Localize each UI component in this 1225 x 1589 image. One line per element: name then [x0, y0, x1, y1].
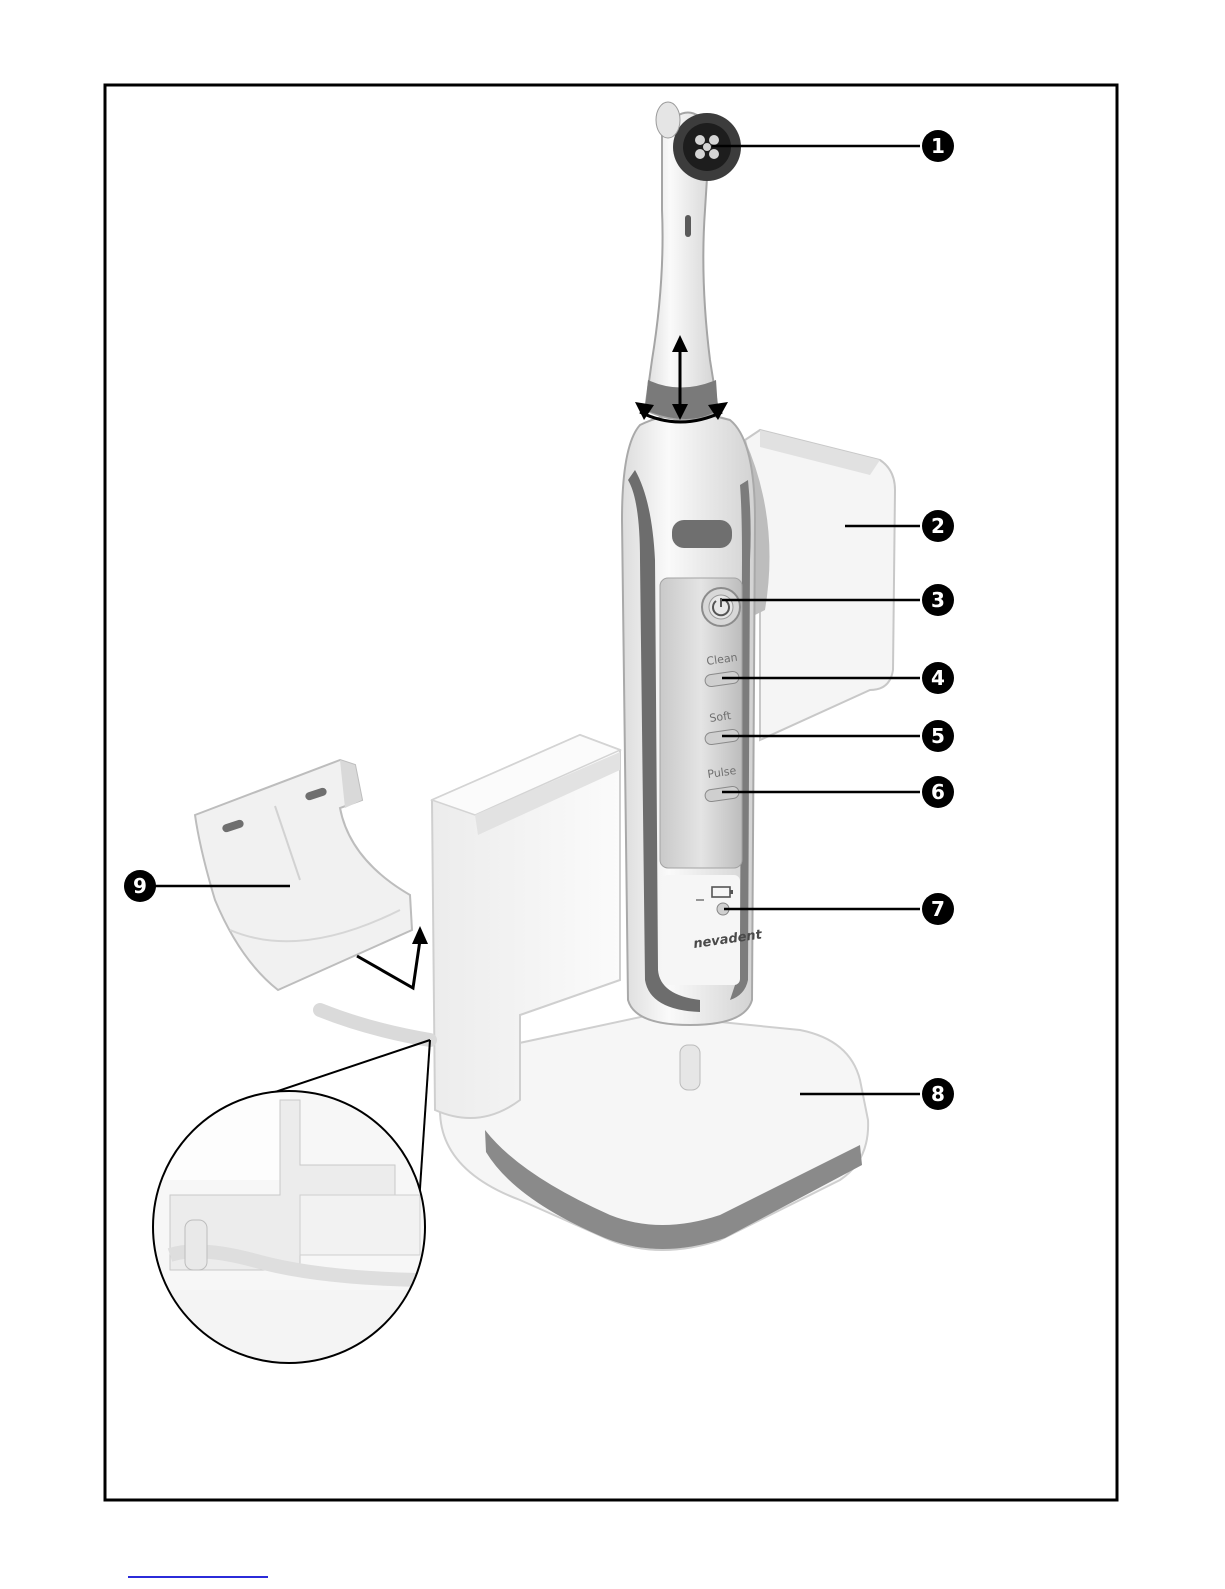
footer-link-underline[interactable]: [128, 1576, 268, 1578]
callout-4: 4: [922, 662, 954, 694]
svg-text:7: 7: [931, 897, 945, 921]
wall-mount-bracket: [195, 760, 412, 990]
detail-magnifier: [150, 1040, 430, 1380]
callout-1: 1: [922, 130, 954, 162]
callout-5: 5: [922, 720, 954, 752]
svg-text:4: 4: [931, 666, 945, 690]
svg-text:5: 5: [931, 724, 945, 748]
callout-7: 7: [922, 893, 954, 925]
callout-9: 9: [124, 870, 156, 902]
callout-6: 6: [922, 776, 954, 808]
callout-2: 2: [922, 510, 954, 542]
callout-3: 3: [922, 584, 954, 616]
svg-text:6: 6: [931, 780, 945, 804]
svg-text:1: 1: [931, 134, 945, 158]
callout-8: 8: [922, 1078, 954, 1110]
power-button: [702, 588, 740, 626]
svg-text:2: 2: [931, 514, 945, 538]
svg-text:3: 3: [931, 588, 945, 612]
brush-attachment: [645, 102, 741, 420]
svg-text:8: 8: [931, 1082, 945, 1106]
power-cable: [320, 1010, 430, 1040]
brush-head-storage-cap: [735, 430, 895, 740]
svg-text:9: 9: [133, 874, 147, 898]
